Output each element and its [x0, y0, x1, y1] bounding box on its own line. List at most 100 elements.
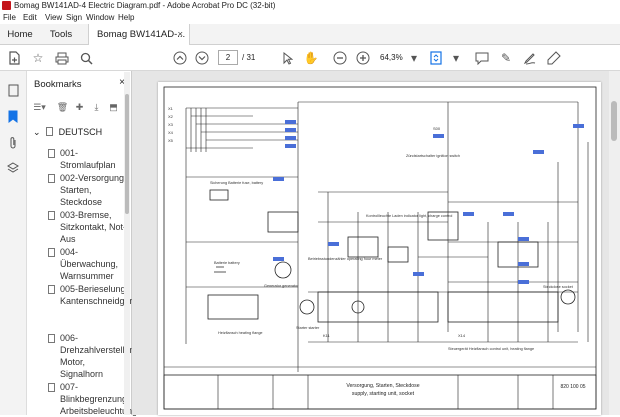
generator-label: Generator generator: [264, 284, 299, 288]
new-bookmark-icon[interactable]: ✚: [75, 102, 84, 112]
page-number-input[interactable]: 2: [218, 50, 238, 65]
doc-icon: [48, 334, 55, 343]
previous-page-icon[interactable]: [172, 50, 188, 66]
zoom-out-icon[interactable]: [332, 50, 348, 66]
zoom-in-icon[interactable]: [355, 50, 371, 66]
doc-icon: [48, 149, 55, 158]
comment-icon[interactable]: [474, 50, 490, 66]
menu-bar: File Edit View Sign Window Help: [0, 11, 620, 24]
draw-icon[interactable]: [522, 50, 538, 66]
tag-icon[interactable]: ⬒: [109, 102, 118, 112]
menu-help[interactable]: Help: [118, 13, 135, 22]
close-tab-icon[interactable]: ×: [177, 29, 183, 40]
fill-sign-icon[interactable]: [546, 50, 562, 66]
doc-icon: [48, 285, 55, 294]
svg-text:X5: X5: [168, 138, 174, 143]
zoom-dropdown-icon[interactable]: ▾: [410, 51, 418, 65]
bookmark-item[interactable]: 001-Stromlaufplan: [48, 147, 130, 171]
bookmark-label: 006-Drehzahlverstellung Motor, Signalhor…: [60, 333, 140, 379]
select-arrow-icon[interactable]: [280, 50, 296, 66]
diagram-title-en: supply, starting unit, socket: [352, 391, 415, 397]
doc-icon: [48, 248, 55, 257]
page-thumbnails-icon[interactable]: [6, 83, 20, 97]
tab-home[interactable]: Home: [7, 29, 33, 40]
bookmark-item[interactable]: 006-Drehzahlverstellung Motor, Signalhor…: [48, 332, 140, 380]
hour-meter-label: Betriebsstundenzähler operating hour met…: [308, 257, 383, 261]
generator-symbol: [274, 261, 292, 279]
sheet-number: 820 100 05: [560, 384, 585, 390]
bookmark-root[interactable]: ⌄ DEUTSCH: [33, 127, 102, 138]
attachments-icon[interactable]: [6, 135, 20, 149]
doc-icon: [46, 127, 54, 136]
bookmark-label: 005-Berieselung, Kantenschneidgerät: [60, 284, 141, 306]
zoom-level[interactable]: 64,3%: [380, 53, 403, 62]
svg-text:X2: X2: [168, 114, 174, 119]
page-total: / 31: [242, 53, 256, 62]
svg-text:K11: K11: [323, 333, 331, 338]
acrobat-icon: [2, 1, 11, 10]
print-icon[interactable]: [54, 50, 70, 66]
bookmarks-panel: Bookmarks × ☰▾ 🗑 ✚ ⤓ ⬒ ⌄ DEUTSCH 001-Str…: [27, 71, 140, 417]
fit-page-icon[interactable]: [428, 50, 444, 66]
ignition-label: Zündstartschalter ignition switch: [406, 154, 460, 158]
socket-label: Steckdose socket: [543, 285, 574, 289]
bookmark-item[interactable]: 003-Bremse, Sitzkontakt, Not-Aus: [48, 209, 130, 245]
svg-text:S00: S00: [433, 126, 441, 131]
expand-bookmark-icon[interactable]: ⤓: [94, 102, 99, 112]
document-scrollbar[interactable]: [609, 71, 620, 415]
scroll-thumb[interactable]: [611, 101, 617, 141]
navigation-strip: [0, 71, 27, 415]
svg-text:X1: X1: [168, 106, 174, 111]
tab-document[interactable]: Bomag BW141AD-... ×: [88, 24, 190, 45]
bookmarks-icon[interactable]: [6, 109, 20, 123]
menu-edit[interactable]: Edit: [23, 13, 37, 22]
main-fuse-label: Sicherung Batterie fuse, battery: [210, 181, 263, 185]
highlight-pen-icon[interactable]: ✎: [500, 51, 512, 65]
svg-text:X3: X3: [168, 122, 174, 127]
bookmark-item[interactable]: 005-Berieselung, Kantenschneidgerät: [48, 283, 140, 307]
starter-symbol: [299, 299, 315, 315]
layers-icon[interactable]: [6, 161, 20, 175]
doc-icon: [48, 383, 55, 392]
glow-label: Heizflansch heating flange: [218, 331, 263, 335]
options-menu-icon[interactable]: ☰▾: [33, 102, 46, 112]
heating-relay-label: Steuergerät Heizflansch control unit, he…: [448, 347, 534, 351]
tab-document-label: Bomag BW141AD-...: [97, 29, 186, 40]
title-bar: Bomag BW141AD-4 Electric Diagram.pdf - A…: [0, 0, 620, 11]
tab-tools[interactable]: Tools: [49, 29, 73, 40]
search-icon[interactable]: [78, 50, 94, 66]
menu-view[interactable]: View: [45, 13, 63, 22]
fit-dropdown-icon[interactable]: ▾: [452, 51, 460, 65]
menu-file[interactable]: File: [3, 13, 16, 22]
bookmarks-scrollbar[interactable]: [124, 72, 130, 415]
collapse-chevron-icon[interactable]: ⌄: [33, 127, 41, 137]
tab-bar: Home Tools Bomag BW141AD-... ×: [0, 24, 620, 45]
menu-sign[interactable]: Sign: [66, 13, 83, 22]
bookmark-item[interactable]: 007-Blinkbegrenzung, Arbeitsbeleuchtung: [48, 381, 137, 417]
hand-tool-icon[interactable]: ✋: [303, 51, 319, 65]
star-icon[interactable]: ☆: [32, 51, 44, 65]
battery-symbol: [207, 189, 259, 320]
toolbar: ☆ 2 / 31 ✋ 64,3% ▾ ▾ ✎: [0, 45, 620, 71]
menu-window[interactable]: Window: [86, 13, 115, 22]
svg-text:X4: X4: [168, 130, 174, 135]
title-block: [163, 374, 597, 410]
bookmark-label: 003-Bremse, Sitzkontakt, Not-Aus: [60, 210, 127, 244]
close-panel-icon[interactable]: ×: [119, 77, 125, 88]
starter-label: Starter starter: [296, 326, 320, 330]
bookmark-label: 007-Blinkbegrenzung, Arbeitsbeleuchtung: [60, 382, 138, 416]
bookmark-item[interactable]: 004-Überwachung, Warnsummer: [48, 246, 130, 282]
battery-label: Batterie battery: [214, 261, 240, 265]
delete-icon[interactable]: 🗑: [56, 102, 69, 112]
window-title: Bomag BW141AD-4 Electric Diagram.pdf - A…: [14, 1, 276, 10]
bookmark-root-label: DEUTSCH: [58, 127, 103, 137]
bookmark-label: 001-Stromlaufplan: [60, 148, 116, 170]
bookmark-label: 004-Überwachung, Warnsummer: [60, 247, 119, 281]
create-pdf-icon[interactable]: [6, 50, 22, 66]
bookmark-label: 002-Versorgung, Starten, Steckdose: [60, 173, 127, 207]
next-page-icon[interactable]: [194, 50, 210, 66]
scroll-thumb[interactable]: [125, 94, 129, 214]
bookmark-item[interactable]: 002-Versorgung, Starten, Steckdose: [48, 172, 130, 208]
